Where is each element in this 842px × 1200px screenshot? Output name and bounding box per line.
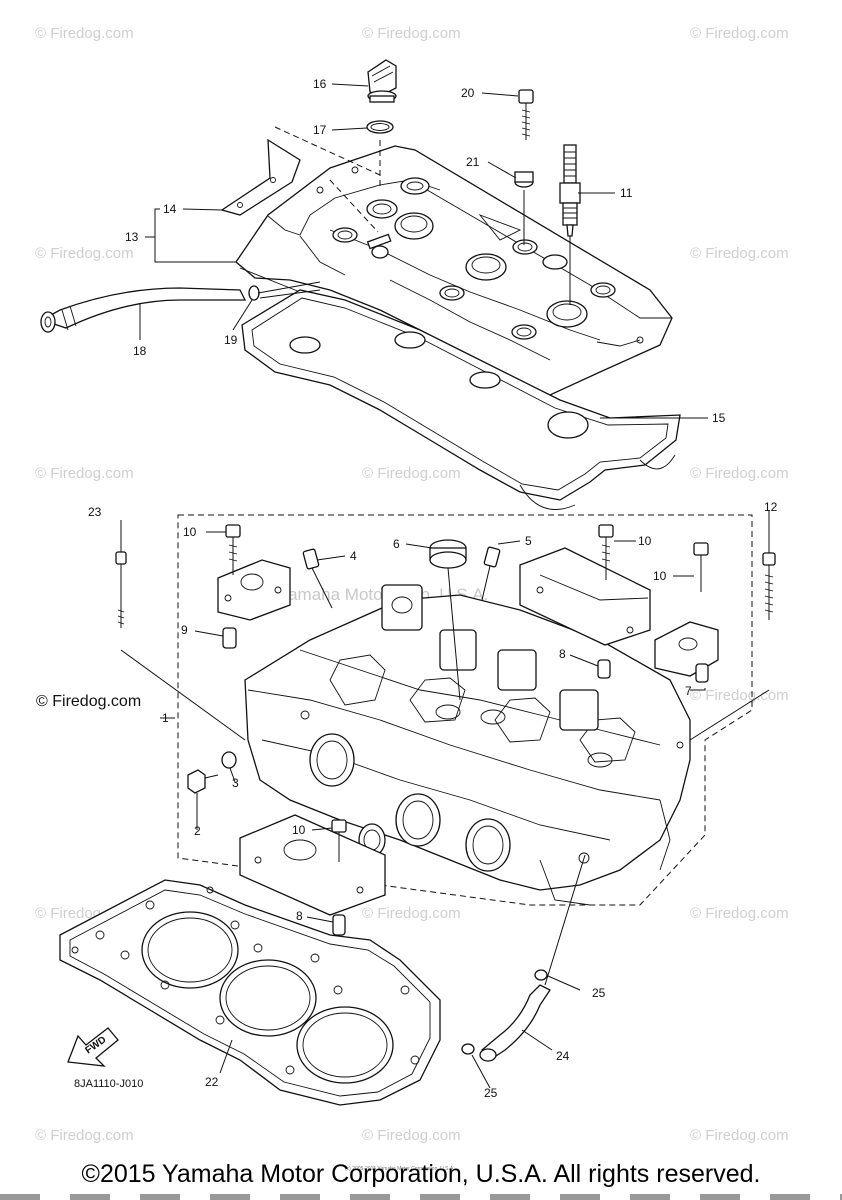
- callout-13: 13: [125, 230, 139, 244]
- callout-25: 25: [484, 1086, 498, 1100]
- callout-21: 21: [466, 155, 480, 169]
- callout-14: 14: [163, 202, 177, 216]
- cylinder-head: [177, 514, 753, 906]
- callout-3: 3: [232, 776, 239, 790]
- watermark: © Firedog.com: [690, 905, 789, 922]
- callout-10: 10: [653, 569, 667, 583]
- watermark: © Firedog.com: [690, 25, 789, 42]
- cylinder-head-cover: [235, 145, 673, 396]
- camshaft-cap-bottom: [239, 814, 386, 916]
- callout-23: 23: [88, 505, 102, 519]
- callout-15: 15: [712, 411, 726, 425]
- watermark: © Firedog.com: [362, 465, 461, 482]
- callout-17: 17: [313, 123, 327, 137]
- callout-10: 10: [638, 534, 652, 548]
- callout-1: 1: [162, 711, 169, 725]
- callout-10: 10: [292, 823, 306, 837]
- watermark: © Firedog.com: [690, 465, 789, 482]
- camshaft-cap-rear: [519, 547, 651, 646]
- firedog-watermark-bold: © Firedog.com: [36, 693, 141, 710]
- bottom-strip: [0, 1194, 842, 1200]
- callout-16: 16: [313, 77, 327, 91]
- watermark: © Firedog.com: [362, 905, 461, 922]
- callout-22: 22: [205, 1075, 219, 1089]
- callout-9: 9: [181, 623, 188, 637]
- cylinder-head-gasket: [59, 879, 441, 1106]
- callout-25: 25: [592, 986, 606, 1000]
- bolt: [225, 524, 709, 862]
- watermark: © Firedog.com: [690, 245, 789, 262]
- callout-10: 10: [183, 525, 197, 539]
- head-plug: [302, 539, 501, 701]
- callout-7: 7: [685, 684, 692, 698]
- watermark: © Firedog.com: [690, 687, 789, 704]
- callout-5: 5: [525, 534, 532, 548]
- bracket-part: [220, 138, 301, 216]
- callout-24: 24: [556, 1049, 570, 1063]
- callout-numbers: 1 2 3 4 5 6 7 8 8 9 10 10 10 10 11 12 13…: [88, 77, 778, 1100]
- watermark: © Firedog.com: [362, 25, 461, 42]
- small-print: (c) 2005-2015 Yamaha Motor Corporation, …: [345, 1166, 455, 1172]
- camshaft-cap-front: [217, 559, 291, 621]
- watermark: © Firedog.com: [35, 465, 134, 482]
- callout-4: 4: [350, 549, 357, 563]
- callout-2: 2: [194, 824, 201, 838]
- head-cover-gasket: [241, 289, 681, 510]
- leader-lines: [120, 83, 770, 1089]
- callout-19: 19: [224, 333, 238, 347]
- water-hose: [461, 854, 586, 1062]
- diagram-code: 8JA1110-J010: [74, 1078, 143, 1090]
- callout-6: 6: [393, 537, 400, 551]
- breather-hose: [40, 281, 321, 333]
- camshaft-cap-right: [654, 621, 719, 677]
- oil-filler-cap: [366, 59, 397, 134]
- dowel-pin: [187, 627, 709, 936]
- callout-18: 18: [133, 344, 147, 358]
- callout-20: 20: [461, 86, 475, 100]
- callout-11: 11: [620, 186, 633, 200]
- cover-bolt: [514, 89, 534, 245]
- callout-8: 8: [296, 909, 303, 923]
- watermark: © Firedog.com: [362, 1127, 461, 1144]
- copyright-notice: ©2015 Yamaha Motor Corporation, U.S.A. A…: [81, 1160, 761, 1188]
- watermark: © Firedog.com: [35, 245, 134, 262]
- callout-8: 8: [559, 647, 566, 661]
- watermark: © Firedog.com: [35, 1127, 134, 1144]
- callout-12: 12: [764, 500, 778, 514]
- watermark: © Firedog.com: [35, 25, 134, 42]
- watermark: © Firedog.com: [690, 1127, 789, 1144]
- forward-arrow: FWD: [67, 1027, 119, 1067]
- stud-bolt: [115, 551, 776, 628]
